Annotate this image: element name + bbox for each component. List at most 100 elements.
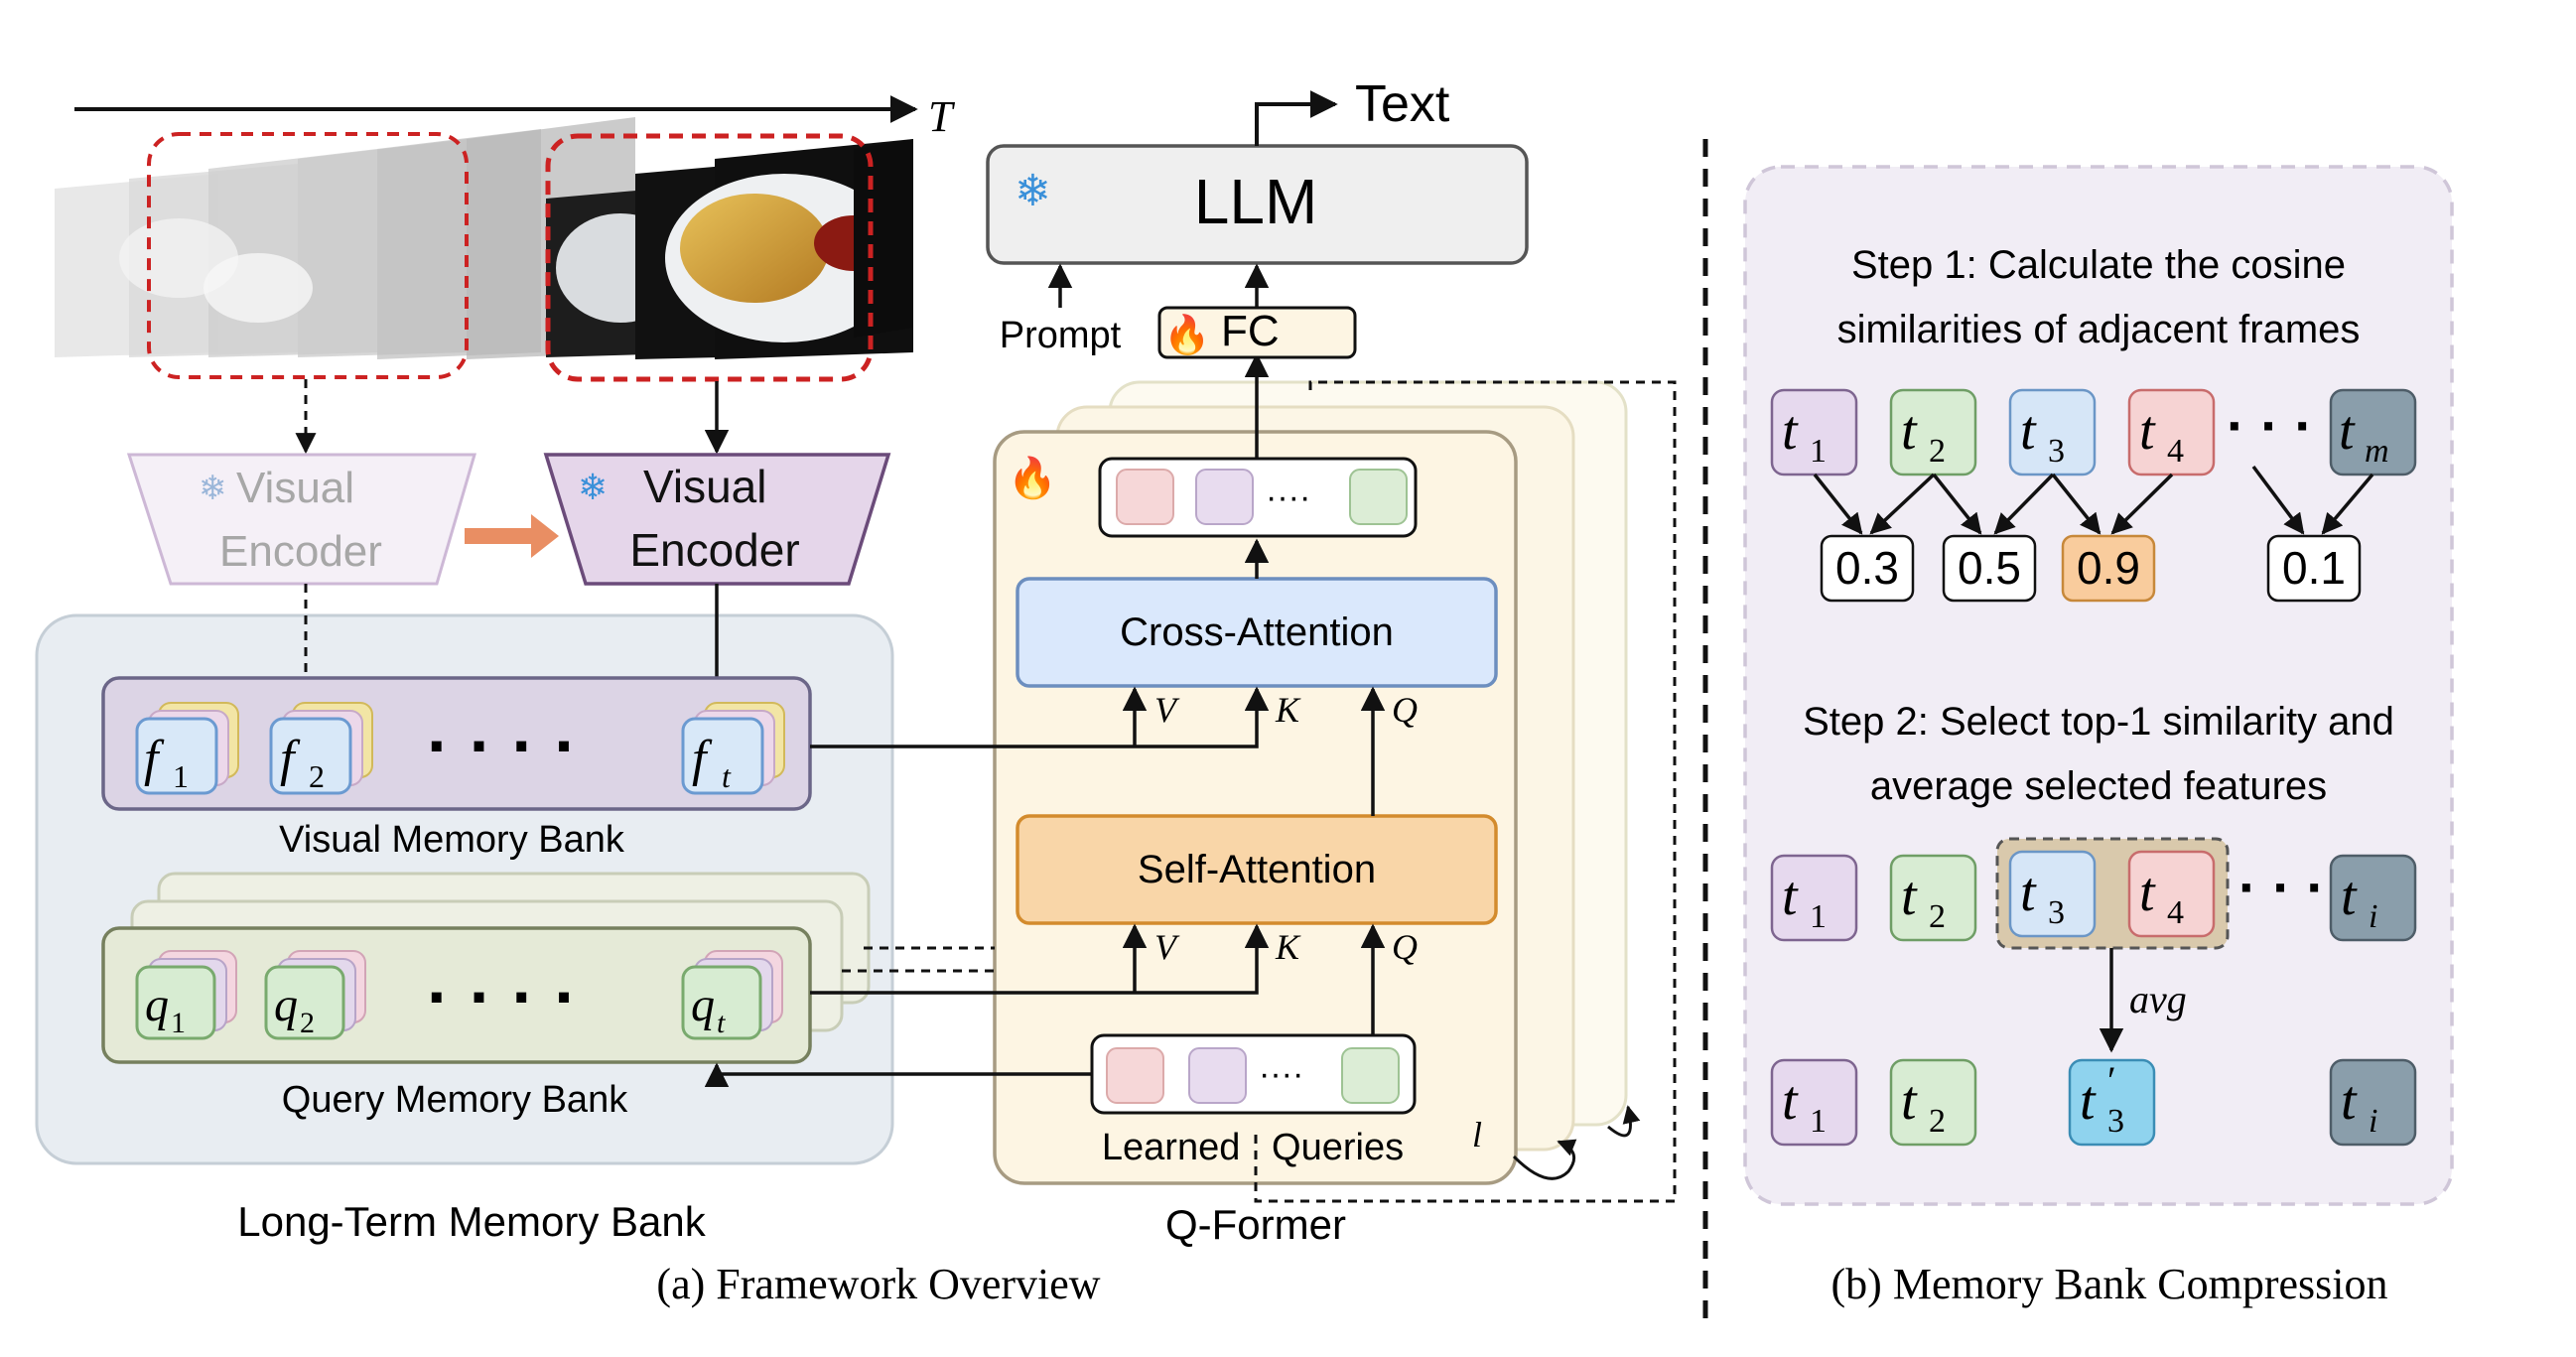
t-token-label: t bbox=[1782, 1070, 1799, 1132]
visual-encoder-line2: Encoder bbox=[629, 524, 799, 576]
snowflake-icon: ❄ bbox=[578, 467, 608, 507]
t-token-label: t bbox=[1901, 1070, 1918, 1132]
t-token-sub: i bbox=[2369, 898, 2377, 935]
t-token-sub: 3 bbox=[2107, 1103, 2124, 1140]
frozen-encoder-line1: Visual bbox=[236, 464, 354, 512]
q-token-label: q bbox=[145, 979, 169, 1031]
past-frames-window bbox=[147, 132, 469, 379]
snowflake-icon: ❄ bbox=[1015, 167, 1051, 215]
f-token-sub: 2 bbox=[309, 758, 325, 794]
t-token-sub: 2 bbox=[1929, 898, 1946, 935]
fire-icon: 🔥 bbox=[1008, 455, 1057, 500]
query-memory-bank: q 1 q 2 · · · · q t bbox=[101, 872, 871, 1064]
step1-line2: similarities of adjacent frames bbox=[1837, 308, 2361, 351]
learned-queries: ···· bbox=[1090, 1033, 1417, 1115]
output-text-label: Text bbox=[1355, 75, 1450, 133]
long-term-memory-bank-label: Long-Term Memory Bank bbox=[237, 1198, 706, 1245]
visual-memory-bank-label: Visual Memory Bank bbox=[279, 819, 625, 861]
similarity-value: 0.3 bbox=[1835, 542, 1899, 594]
t-token-sub: 1 bbox=[1810, 433, 1827, 470]
encoder-transition-arrow bbox=[465, 514, 559, 558]
visual-encoder-line1: Visual bbox=[643, 461, 766, 512]
self-attention-block bbox=[1016, 814, 1498, 925]
ellipsis: ···· bbox=[1259, 1055, 1303, 1093]
query-memory-bank-label: Query Memory Bank bbox=[282, 1079, 628, 1121]
t-token-label: t bbox=[2020, 862, 2037, 923]
t-token-label: t bbox=[1901, 400, 1918, 462]
t-token-label: t bbox=[2020, 400, 2037, 462]
f-token-sub: t bbox=[722, 758, 732, 794]
fc-label: FC bbox=[1221, 307, 1280, 355]
v-label: V bbox=[1154, 690, 1180, 730]
t-token-label: t bbox=[2080, 1070, 2097, 1132]
fire-icon: 🔥 bbox=[1163, 313, 1210, 356]
step2-line1: Step 2: Select top-1 similarity and bbox=[1803, 700, 2394, 744]
caption-a: (a) Framework Overview bbox=[656, 1260, 1100, 1308]
self-attention-label: Self-Attention bbox=[1138, 848, 1376, 891]
cross-attention-label: Cross-Attention bbox=[1120, 611, 1394, 654]
similarity-arrows bbox=[1813, 465, 2374, 535]
qformer-label: Q-Former bbox=[1165, 1201, 1346, 1248]
step2-line2: average selected features bbox=[1870, 764, 2327, 808]
t-token-label: t bbox=[2139, 400, 2156, 462]
qformer-output-tokens: ···· bbox=[1098, 457, 1418, 538]
k-label: K bbox=[1275, 690, 1301, 730]
t-token-sub: 3 bbox=[2048, 894, 2065, 931]
t-token-label: t bbox=[2139, 862, 2156, 923]
t-token-sub: i bbox=[2369, 1103, 2377, 1140]
prime-mark: ′ bbox=[2107, 1058, 2116, 1103]
similarity-value-max: 0.9 bbox=[2077, 542, 2140, 594]
t-token-sub: m bbox=[2365, 433, 2389, 470]
time-axis: T bbox=[74, 92, 956, 141]
similarity-value: 0.1 bbox=[2282, 542, 2346, 594]
t-token-sub: 4 bbox=[2167, 894, 2184, 931]
video-frames bbox=[55, 117, 913, 359]
prompt-label: Prompt bbox=[1000, 315, 1122, 356]
learned-queries-label: Learned Queries bbox=[1102, 1127, 1404, 1168]
similarity-values: 0.3 0.5 0.9 0.1 bbox=[1820, 534, 2362, 603]
selected-tokens-row: t 1 t 2 t 3 t 4 · · · t i bbox=[1770, 837, 2417, 950]
ellipsis: · · · · bbox=[427, 707, 578, 784]
q-token-sub: 2 bbox=[300, 1007, 315, 1039]
visual-encoder: ❄ Visual Encoder bbox=[543, 453, 891, 586]
caption-b: (b) Memory Bank Compression bbox=[1831, 1260, 2388, 1308]
step1-line1: Step 1: Calculate the cosine bbox=[1851, 243, 2346, 287]
ellipsis: · · · bbox=[2238, 856, 2325, 918]
q-label: Q bbox=[1392, 927, 1418, 967]
t-token-label: t bbox=[1901, 866, 1918, 927]
t-token-sub: 1 bbox=[1810, 898, 1827, 935]
t-token-sub: 2 bbox=[1929, 1103, 1946, 1140]
t-token-label: t bbox=[2339, 400, 2356, 462]
frozen-visual-encoder: ❄ Visual Encoder bbox=[126, 453, 477, 586]
avg-label: avg bbox=[2129, 977, 2187, 1021]
snowflake-icon: ❄ bbox=[199, 470, 227, 507]
f-token-sub: 1 bbox=[173, 758, 189, 794]
t-token-label: t bbox=[1782, 400, 1799, 462]
k-label: K bbox=[1275, 927, 1301, 967]
t-token-sub: 3 bbox=[2048, 433, 2065, 470]
q-token-label: q bbox=[274, 979, 298, 1031]
frame-tokens-row: t 1 t 2 t 3 t 4 · · · t m bbox=[1770, 388, 2417, 476]
q-token-label: q bbox=[691, 979, 715, 1031]
llm-label: LLM bbox=[1194, 166, 1318, 237]
t-token-sub: 2 bbox=[1929, 433, 1946, 470]
similarity-value: 0.5 bbox=[1958, 542, 2021, 594]
t-token-label: t bbox=[2341, 866, 2358, 927]
frozen-encoder-line2: Encoder bbox=[219, 527, 382, 576]
ellipsis: ···· bbox=[1266, 478, 1310, 516]
q-token-sub: 1 bbox=[171, 1007, 186, 1039]
t-token-label: t bbox=[1782, 866, 1799, 927]
v-label: V bbox=[1154, 927, 1180, 967]
t-token-sub: 1 bbox=[1810, 1103, 1827, 1140]
t-token-label: t bbox=[2341, 1070, 2358, 1132]
time-axis-label: T bbox=[928, 92, 956, 141]
ellipsis: · · · · bbox=[427, 958, 578, 1035]
q-token-sub: t bbox=[717, 1007, 726, 1039]
layer-count-label: l bbox=[1472, 1115, 1482, 1154]
ellipsis: · · · bbox=[2227, 394, 2313, 457]
current-frames-window bbox=[545, 133, 874, 382]
visual-memory-bank: f 1 f 2 · · · · f t bbox=[101, 676, 812, 811]
q-label: Q bbox=[1392, 690, 1418, 730]
compressed-tokens-row: t 1 t 2 t 3 ′ t i bbox=[1770, 1058, 2417, 1147]
